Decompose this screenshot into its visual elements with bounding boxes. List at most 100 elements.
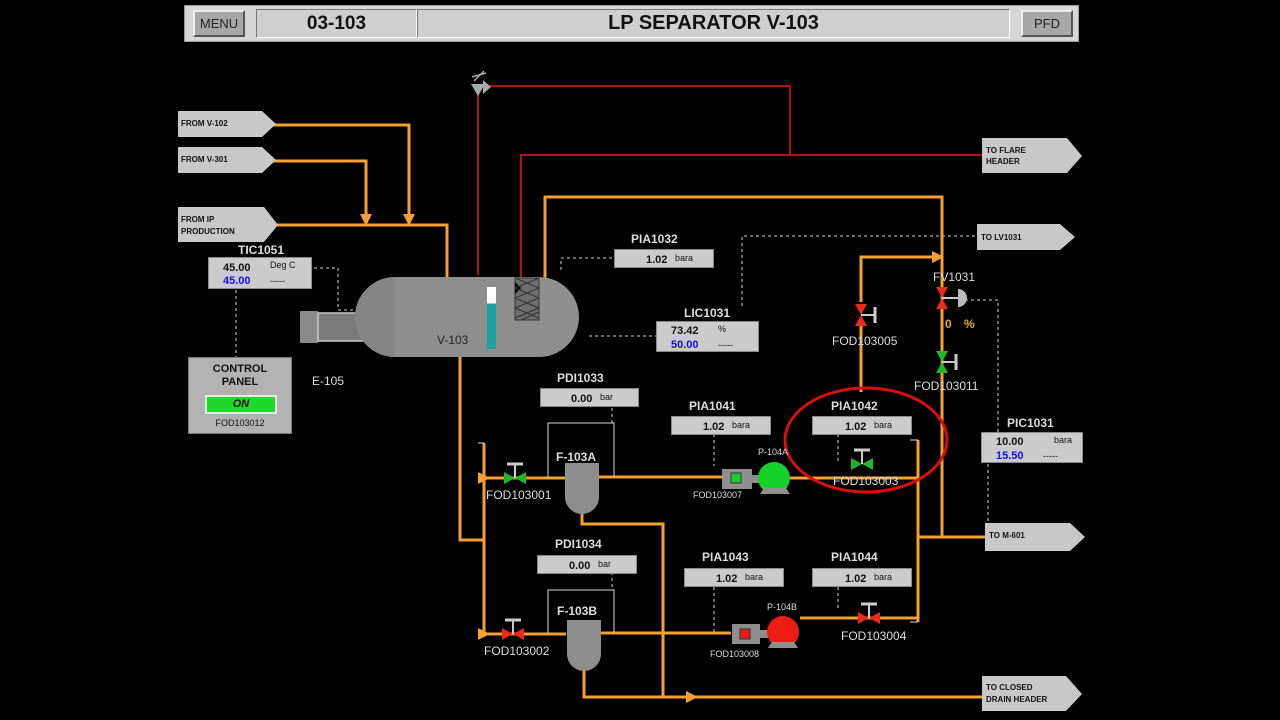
to-lv1031-label: TO LV1031 (981, 233, 1022, 242)
valve-fod103005-icon[interactable] (855, 304, 877, 326)
pia1043-tag: PIA1043 (702, 550, 749, 564)
pump-p104a[interactable] (722, 462, 790, 494)
pdi1034-faceplate[interactable]: 0.00 bar (537, 555, 637, 574)
pump-b-label: P-104B (767, 602, 798, 612)
control-panel: CONTROL PANEL ON FOD103012 (188, 357, 292, 434)
pia1042-value: 1.02 (845, 421, 867, 433)
pia1044-unit: bara (874, 572, 893, 582)
valve-fod103011-icon[interactable] (936, 351, 958, 373)
pia1042-unit: bara (874, 420, 893, 430)
pic1031-faceplate[interactable]: 10.00 bara 15.50 ----- (981, 432, 1083, 463)
control-valve-fv1031-icon[interactable] (936, 287, 967, 309)
filter-frames (547, 422, 615, 633)
to-flare-arrow[interactable] (982, 138, 1082, 173)
valve-fod103004-icon[interactable] (858, 602, 880, 624)
flare-lines (477, 85, 1000, 286)
tic1051-mode: ----- (270, 276, 285, 286)
tic1051-tag: TIC1051 (238, 243, 285, 257)
lic1031-tag: LIC1031 (684, 306, 731, 320)
lic1031-mode: ----- (718, 340, 733, 350)
menu-button[interactable]: MENU (193, 10, 245, 37)
vessel-head (355, 277, 395, 357)
pdi1033-faceplate[interactable]: 0.00 bar (540, 388, 639, 407)
valve-fod103003-icon[interactable] (851, 448, 873, 470)
pdi1034-unit: bar (598, 559, 612, 569)
pic1031-unit: bara (1054, 435, 1073, 445)
highlight-circle (783, 386, 949, 494)
tic1051-faceplate[interactable]: 45.00 Deg C 45.00 ----- (208, 257, 312, 289)
control-panel-title-2: PANEL (221, 376, 259, 388)
from-v301-label: FROM V-301 (181, 155, 228, 164)
pfd-button[interactable]: PFD (1021, 10, 1073, 37)
fod103011-label: FOD103011 (914, 379, 979, 393)
tic1051-pv: 45.00 (223, 262, 251, 274)
header-bar: MENU 03-103 LP SEPARATOR V-103 PFD (184, 5, 1079, 42)
to-m601-label: TO M-601 (989, 531, 1025, 540)
pic1031-tag: PIC1031 (1007, 416, 1054, 430)
relief-valve-icon[interactable] (471, 70, 491, 96)
from-v102-label: FROM V-102 (181, 119, 228, 128)
fv1031-output-unit: % (964, 317, 975, 331)
heater-label: E-105 (312, 374, 345, 388)
unit-id: 03-103 (256, 9, 417, 38)
fod103001-label: FOD103001 (486, 488, 552, 502)
from-v102-arrow[interactable] (178, 111, 276, 137)
pia1032-value: 1.02 (646, 254, 668, 266)
fv1031-output: 0 (945, 317, 952, 331)
from-v301-arrow[interactable] (178, 147, 276, 173)
to-drain-label-1: TO CLOSED (986, 683, 1033, 692)
pdi1033-tag: PDI1033 (557, 371, 604, 385)
pdi1033-value: 0.00 (571, 393, 593, 405)
fod103002-label: FOD103002 (484, 644, 550, 658)
pia1043-faceplate[interactable]: 1.02 bara (684, 568, 784, 587)
pdi1034-tag: PDI1034 (555, 537, 602, 551)
pia1042-tag: PIA1042 (831, 399, 878, 413)
tic1051-unit: Deg C (270, 260, 296, 270)
pump-a-label: P-104A (758, 447, 789, 457)
filter-f103a[interactable] (565, 463, 599, 514)
level-fill (487, 303, 496, 349)
page-title: LP SEPARATOR V-103 (417, 9, 1010, 38)
pia1032-faceplate[interactable]: 1.02 bara (614, 249, 714, 268)
demister-pad (514, 277, 540, 321)
pia1041-faceplate[interactable]: 1.02 bara (671, 416, 771, 435)
from-ip-arrow[interactable] (178, 207, 278, 242)
from-ip-label-1: FROM IP (181, 215, 215, 224)
pia1044-tag: PIA1044 (831, 550, 878, 564)
valve-fod103002-icon[interactable] (502, 618, 524, 640)
control-panel-on-button[interactable]: ON (205, 395, 277, 414)
to-m601-arrow[interactable] (985, 523, 1085, 551)
fod103003-label: FOD103003 (833, 474, 899, 488)
to-lv1031-arrow[interactable] (977, 224, 1075, 250)
fv1031-label: FV1031 (933, 270, 976, 284)
lic1031-unit: % (718, 324, 727, 334)
tic1051-sp: 45.00 (223, 275, 251, 287)
fod103004-label: FOD103004 (841, 629, 907, 643)
pia1042-faceplate[interactable]: 1.02 bara (812, 416, 912, 435)
filter-f103b[interactable] (567, 620, 601, 671)
pia1044-value: 1.02 (845, 573, 867, 585)
lic1031-faceplate[interactable]: 73.42 % 50.00 ----- (656, 321, 759, 352)
pia1043-value: 1.02 (716, 573, 738, 585)
pia1032-tag: PIA1032 (631, 232, 678, 246)
pipe-end-markers (478, 439, 918, 623)
pia1041-tag: PIA1041 (689, 399, 736, 413)
vessel-label: V-103 (437, 333, 469, 347)
pia1041-value: 1.02 (703, 421, 725, 433)
fod103007-label: FOD103007 (693, 490, 743, 500)
pia1044-faceplate[interactable]: 1.02 bara (812, 568, 912, 587)
filter-a-label: F-103A (556, 450, 597, 464)
valve-fod103001-icon[interactable] (504, 462, 526, 484)
to-drain-arrow[interactable] (982, 676, 1082, 711)
signal-lines (235, 235, 999, 632)
to-flare-label-2: HEADER (986, 157, 1020, 166)
fod103008-label: FOD103008 (710, 649, 760, 659)
control-panel-title-1: CONTROL (212, 363, 268, 375)
pump-p104b[interactable] (732, 616, 799, 648)
to-flare-label-1: TO FLARE (986, 146, 1026, 155)
pic1031-mode: ----- (1043, 451, 1058, 461)
pic1031-pv: 10.00 (996, 436, 1024, 448)
pia1032-unit: bara (675, 253, 694, 263)
